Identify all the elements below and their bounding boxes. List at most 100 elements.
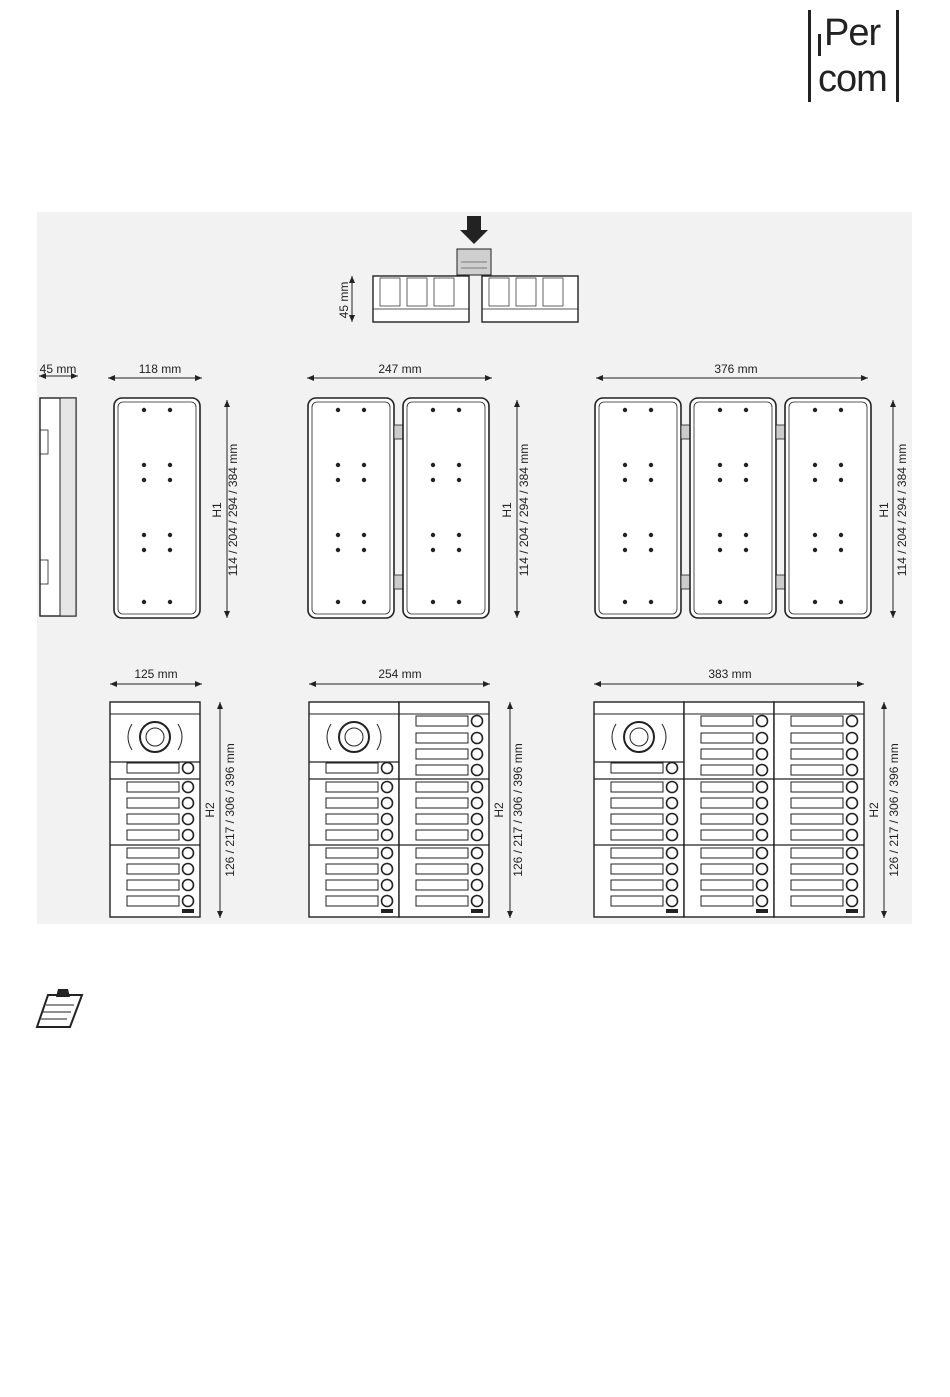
box-module: [308, 398, 403, 618]
plate-module: [309, 702, 399, 917]
screw-hole: [649, 408, 653, 412]
screw-hole: [839, 548, 843, 552]
call-button: [847, 716, 858, 727]
screw-hole: [649, 533, 653, 537]
call-button: [183, 814, 194, 825]
name-tag: [326, 880, 378, 890]
name-tag: [611, 782, 663, 792]
call-button: [757, 864, 768, 875]
screw-hole: [649, 600, 653, 604]
screw-hole: [813, 600, 817, 604]
plate-module: [684, 702, 774, 917]
name-tag: [611, 763, 663, 773]
screw-hole: [431, 600, 435, 604]
box2-height-code: H1: [500, 502, 514, 518]
screw-hole: [362, 600, 366, 604]
call-button: [382, 763, 393, 774]
call-button: [472, 782, 483, 793]
plate1-height-label: 126 / 217 / 306 / 396 mm: [223, 743, 237, 876]
screw-hole: [718, 478, 722, 482]
screw-hole: [168, 600, 172, 604]
side-depth-label: 45 mm: [40, 362, 77, 376]
call-button: [667, 896, 678, 907]
call-button: [847, 830, 858, 841]
call-button: [757, 896, 768, 907]
call-button: [757, 880, 768, 891]
call-button: [847, 733, 858, 744]
name-tag: [127, 798, 179, 808]
screw-hole: [457, 533, 461, 537]
name-tag: [326, 763, 378, 773]
screw-hole: [839, 408, 843, 412]
name-tag: [416, 716, 468, 726]
name-tag: [701, 880, 753, 890]
name-tag: [127, 782, 179, 792]
name-tag: [791, 782, 843, 792]
call-button: [667, 814, 678, 825]
call-button: [382, 830, 393, 841]
brand-plate: [182, 909, 194, 913]
screw-hole: [813, 408, 817, 412]
call-button: [847, 896, 858, 907]
plate-module: [399, 702, 489, 917]
plate2-height-code: H2: [492, 802, 506, 818]
screw-hole: [142, 548, 146, 552]
top-depth-label: 45 mm: [337, 282, 351, 319]
name-tag: [701, 864, 753, 874]
name-tag: [416, 864, 468, 874]
screw-hole: [718, 600, 722, 604]
name-tag: [701, 814, 753, 824]
call-button: [183, 782, 194, 793]
name-tag: [611, 814, 663, 824]
screw-hole: [168, 548, 172, 552]
box-module: [785, 398, 871, 618]
screw-hole: [744, 478, 748, 482]
call-button: [183, 763, 194, 774]
name-tag: [416, 798, 468, 808]
screw-hole: [142, 600, 146, 604]
name-tag: [791, 830, 843, 840]
box3-height-code: H1: [877, 502, 891, 518]
joining-clip: [394, 425, 403, 439]
name-tag: [326, 798, 378, 808]
name-tag: [791, 880, 843, 890]
name-tag: [326, 864, 378, 874]
side-view: 45 mm: [39, 362, 78, 616]
screw-hole: [649, 463, 653, 467]
name-tag: [416, 733, 468, 743]
screw-hole: [457, 408, 461, 412]
name-tag: [791, 798, 843, 808]
brand-plate: [381, 909, 393, 913]
screw-hole: [431, 548, 435, 552]
screw-hole: [744, 408, 748, 412]
name-tag: [701, 733, 753, 743]
call-button: [757, 798, 768, 809]
call-button: [847, 782, 858, 793]
name-tag: [701, 749, 753, 759]
name-tag: [127, 880, 179, 890]
call-button: [472, 830, 483, 841]
screw-hole: [718, 408, 722, 412]
call-button: [847, 848, 858, 859]
screw-hole: [623, 548, 627, 552]
call-button: [183, 830, 194, 841]
screw-hole: [813, 463, 817, 467]
call-button: [472, 716, 483, 727]
screw-hole: [336, 478, 340, 482]
name-tag: [326, 848, 378, 858]
screw-hole: [623, 533, 627, 537]
box3-width-label: 376 mm: [714, 362, 757, 376]
box1-height-label: 114 / 204 / 294 / 384 mm: [226, 444, 240, 577]
name-tag: [791, 814, 843, 824]
name-tag: [701, 848, 753, 858]
name-tag: [701, 716, 753, 726]
name-tag: [611, 880, 663, 890]
name-tag: [326, 814, 378, 824]
name-tag: [791, 864, 843, 874]
brand-plate: [756, 909, 768, 913]
name-tag: [127, 864, 179, 874]
name-tag: [127, 814, 179, 824]
name-tag: [326, 830, 378, 840]
call-button: [757, 749, 768, 760]
screw-hole: [457, 463, 461, 467]
